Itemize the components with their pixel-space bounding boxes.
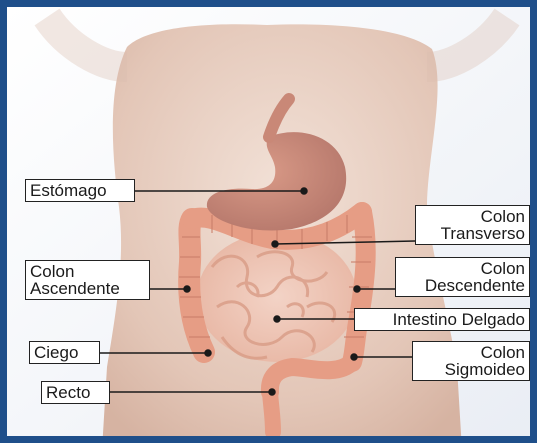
label-colon-descendente: Colon Descendente bbox=[395, 257, 530, 297]
label-colon-ascendente: Colon Ascendente bbox=[25, 260, 150, 300]
label-estomago: Estómago bbox=[25, 179, 135, 202]
label-colon-descendente-line2: Descendente bbox=[400, 277, 525, 294]
rectum-shape bbox=[270, 392, 273, 432]
label-ciego-text: Ciego bbox=[34, 344, 95, 361]
label-colon-sigmoideo-line1: Colon bbox=[417, 344, 525, 361]
label-intestino-delgado-text: Intestino Delgado bbox=[359, 311, 525, 328]
label-colon-descendente-line1: Colon bbox=[400, 260, 525, 277]
label-colon-transverso: Colon Transverso bbox=[415, 205, 530, 245]
label-recto: Recto bbox=[41, 381, 110, 404]
label-colon-ascendente-line1: Colon bbox=[30, 263, 145, 280]
label-ciego: Ciego bbox=[29, 341, 100, 364]
label-intestino-delgado: Intestino Delgado bbox=[354, 308, 530, 331]
label-estomago-text: Estómago bbox=[30, 182, 130, 199]
label-colon-sigmoideo-line2: Sigmoideo bbox=[417, 361, 525, 378]
label-colon-ascendente-line2: Ascendente bbox=[30, 280, 145, 297]
label-colon-transverso-line1: Colon bbox=[420, 208, 525, 225]
label-colon-sigmoideo: Colon Sigmoideo bbox=[412, 341, 530, 381]
label-colon-transverso-line2: Transverso bbox=[420, 225, 525, 242]
label-recto-text: Recto bbox=[46, 384, 105, 401]
